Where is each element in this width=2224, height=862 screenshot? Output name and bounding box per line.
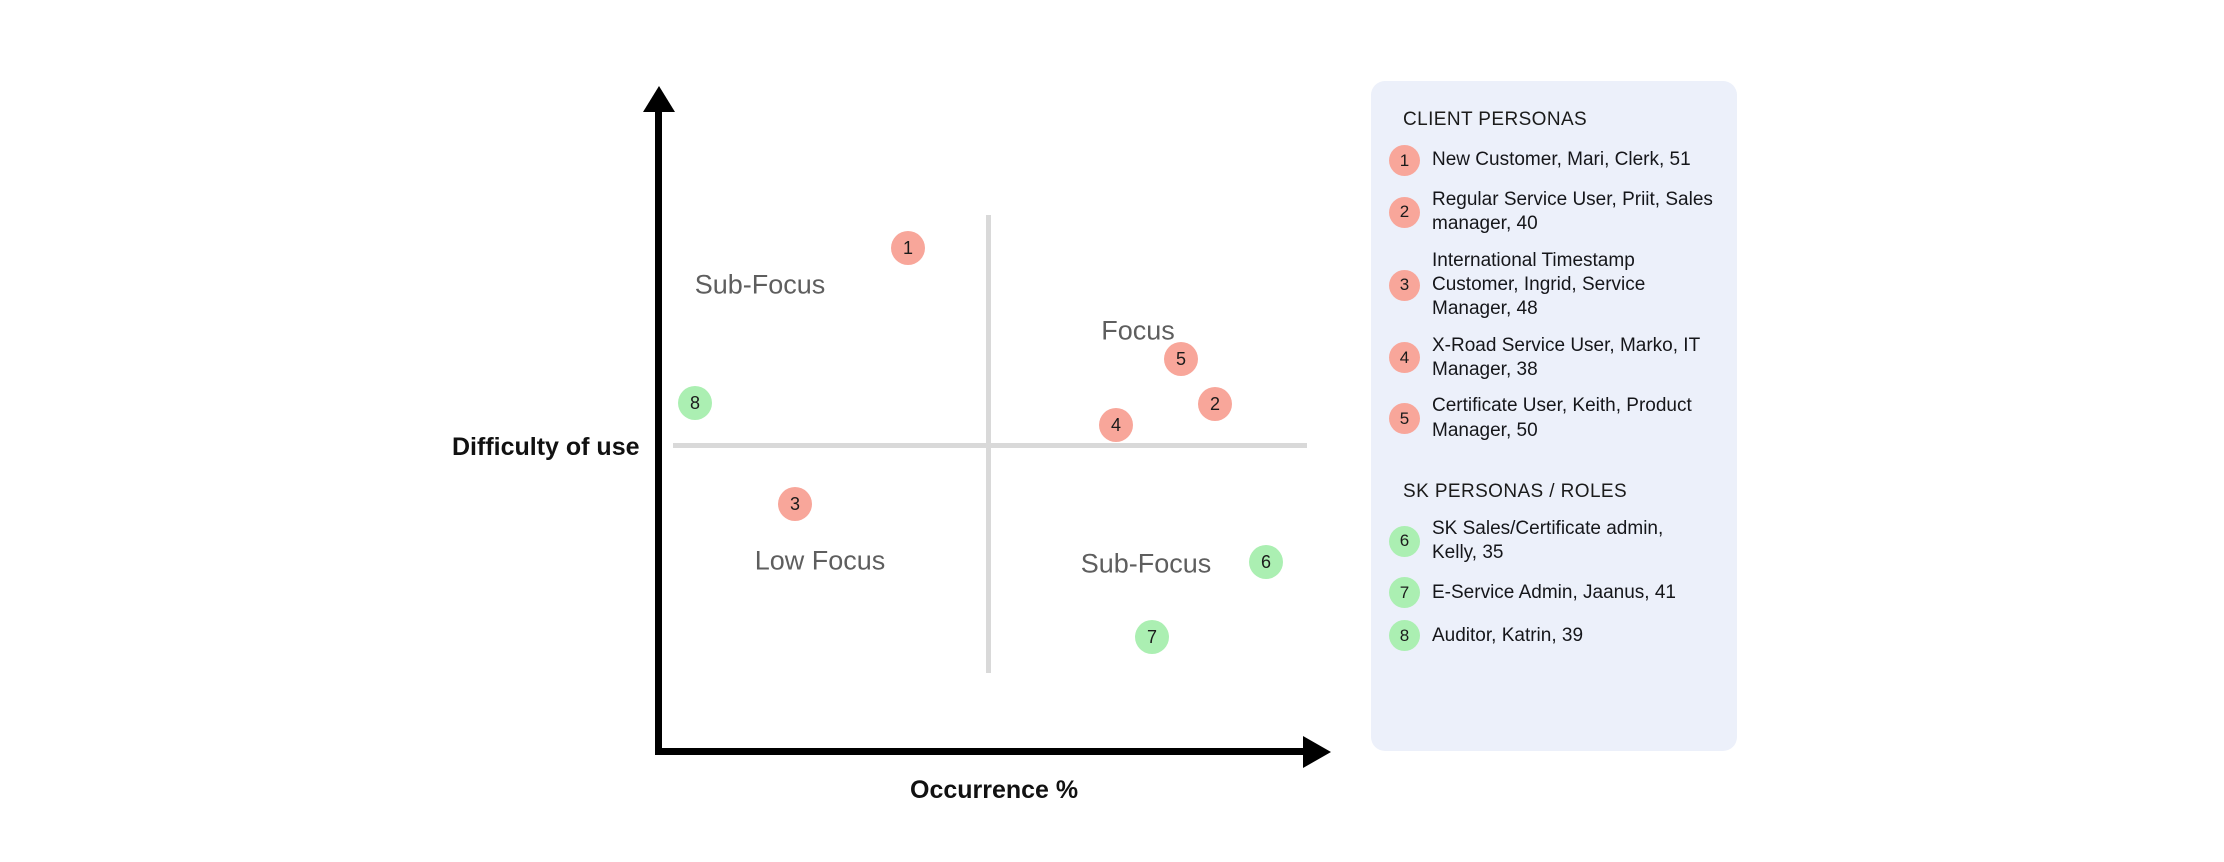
quadrant-label: Sub-Focus [694,269,826,300]
legend-list: 1 New Customer, Mari, Clerk, 51 2 Regular S… [1389,145,1713,443]
legend-item[interactable]: 8 Auditor, Katrin, 39 [1389,620,1713,652]
legend-item-label: International Timestamp Customer, Ingrid… [1432,249,1646,320]
legend-section-title: SK PERSONAS / ROLES [1403,480,1628,502]
data-point-1[interactable]: 1 [891,231,925,265]
y-axis-label: Difficulty of use [452,433,640,461]
y-axis-line [655,108,662,754]
legend-item[interactable]: 7 E-Service Admin, Jaanus, 41 [1389,577,1713,609]
legend-item-label: Regular Service User, Priit, Sales manag… [1432,189,1713,235]
quadrant-chart: Difficulty of use Occurrence % Sub-Focus… [452,86,1331,804]
legend-dot-1: 1 [1389,145,1420,176]
legend-item[interactable]: 5 Certificate User, Keith, Product Manage… [1389,394,1713,443]
legend-item[interactable]: 6 SK Sales/Certificate admin, Kelly, 35 [1389,517,1713,566]
data-point-3[interactable]: 3 [778,487,812,521]
legend-dot-7: 7 [1389,577,1420,609]
legend-dot-5: 5 [1389,403,1420,434]
data-point-5[interactable]: 5 [1164,342,1198,376]
legend-item-label: SK Sales/Certificate admin, Kelly, 35 [1432,517,1664,564]
legend-dot-2: 2 [1389,196,1420,228]
x-axis-label: Occurrence % [910,776,1079,804]
legend-item-label: E-Service Admin, Jaanus, 41 [1432,581,1676,603]
legend-dot-6: 6 [1389,525,1420,557]
legend-item-label: Auditor, Katrin, 39 [1432,624,1584,646]
legend-item[interactable]: 4 X-Road Service User, Marko, IT Manager,… [1389,334,1713,383]
legend-item-label: Certificate User, Keith, Product Manager… [1432,395,1692,441]
legend-dot-4: 4 [1389,342,1420,374]
legend-item[interactable]: 2 Regular Service User, Priit, Sales mana… [1389,188,1713,237]
quadrant-label: Low Focus [754,545,886,576]
legend-dot-3: 3 [1389,269,1420,301]
data-point-4[interactable]: 4 [1099,408,1133,442]
data-point-6[interactable]: 6 [1249,545,1283,579]
legend-item-label: X-Road Service User, Marko, IT Manager, … [1432,334,1700,380]
legend-item-label: New Customer, Mari, Clerk, 51 [1432,149,1691,171]
legend-section-title: CLIENT PERSONAS [1403,109,1588,130]
data-point-7[interactable]: 7 [1135,620,1169,654]
legend-dot-8: 8 [1389,620,1420,652]
persona-legend-panel: CLIENT PERSONAS 1 New Customer, Mari, Cler… [1371,81,1737,751]
legend-body: CLIENT PERSONAS 1 New Customer, Mari, Cler… [1389,109,1713,652]
legend-item[interactable]: 3 International Timestamp Customer, Ingri… [1389,249,1713,322]
x-axis-arrow-icon [1303,736,1331,768]
data-point-2[interactable]: 2 [1198,387,1232,421]
legend-item[interactable]: 1 New Customer, Mari, Clerk, 51 [1389,145,1713,176]
quadrant-label: Sub-Focus [1080,548,1212,579]
quadrant-horizontal-divider [673,443,1307,448]
quadrant-label: Focus [1101,315,1175,346]
y-axis-arrow-icon [643,86,675,112]
x-axis-line [655,748,1303,755]
data-point-8[interactable]: 8 [678,386,712,420]
